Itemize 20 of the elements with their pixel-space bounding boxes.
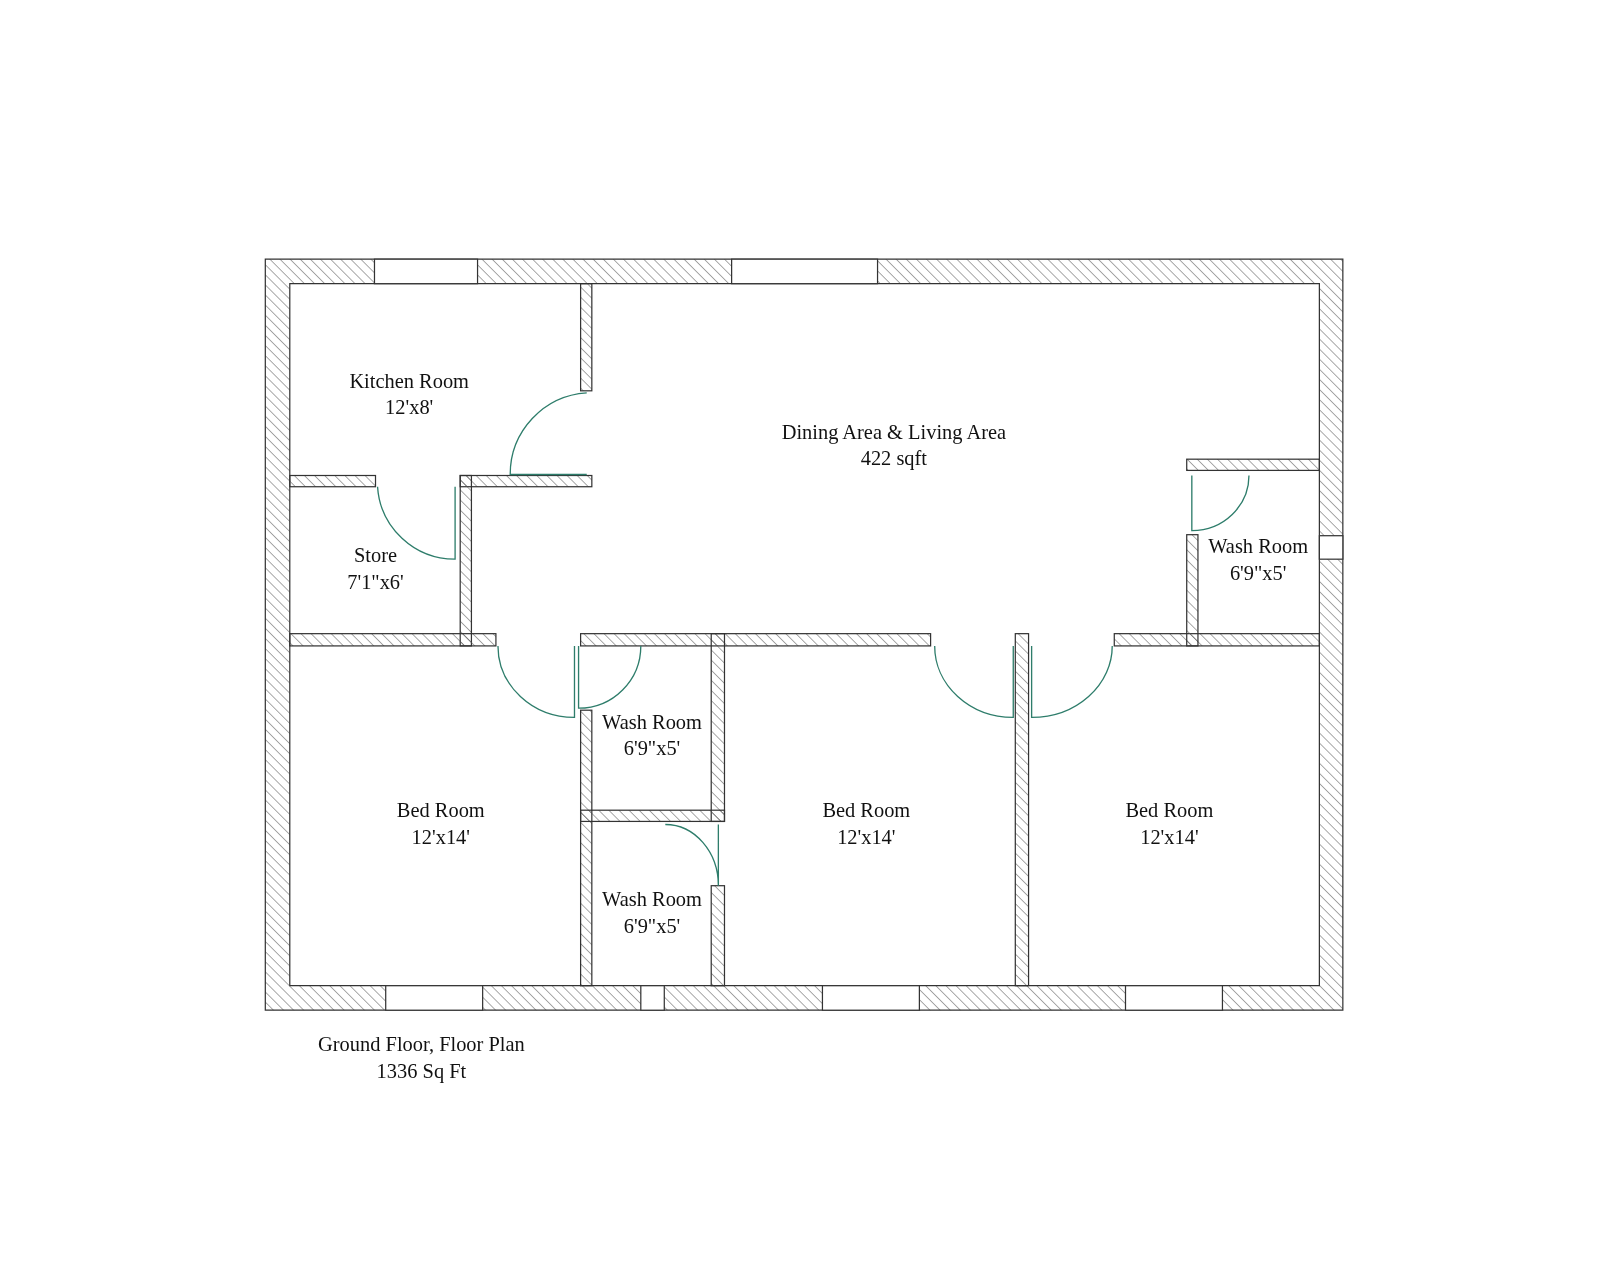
room-name: Store	[353, 542, 398, 569]
room-name: Dining Area & Living Area	[781, 419, 1007, 445]
room-dimensions: 6'9"x5'	[623, 913, 681, 939]
room-dimensions: 12'x14'	[1140, 824, 1199, 850]
floor-area: 1336 Sq Ft	[376, 1057, 467, 1084]
room-dimensions: 12'x14'	[837, 824, 896, 850]
plan-title: Ground Floor, Floor Plan	[318, 1031, 525, 1058]
room-name: Bed Room	[396, 797, 485, 824]
room-name: Wash Room	[602, 886, 702, 913]
room-dimensions: 12'x8'	[385, 394, 434, 421]
room-name: Wash Room	[602, 709, 702, 735]
room-dimensions: 6'9"x5'	[623, 735, 681, 762]
room-name: Wash Room	[1208, 533, 1309, 560]
room-name: Bed Room	[1125, 797, 1214, 824]
room-dimensions: 7'1"x6'	[347, 569, 404, 595]
room-dimensions: 12'x14'	[411, 824, 470, 850]
room-dimensions: 6'9"x5'	[1229, 560, 1287, 586]
room-dimensions: 422 sqft	[860, 445, 928, 472]
room-name: Bed Room	[822, 797, 911, 824]
room-name: Kitchen Room	[349, 368, 469, 394]
